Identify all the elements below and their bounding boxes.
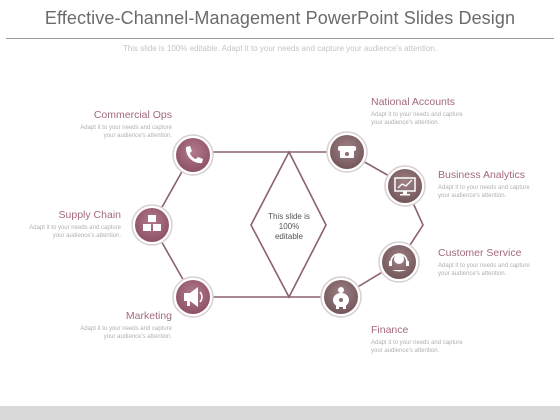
customer-service-label: Customer Service	[438, 247, 522, 259]
node-marketing	[172, 276, 214, 318]
national-accounts-label: National Accounts	[371, 96, 456, 108]
finance-desc-line1: Adapt it to your needs and capture	[371, 340, 463, 346]
node-commercial-ops	[172, 134, 214, 176]
megaphone-icon	[184, 287, 203, 307]
commercial-ops-desc-line1: Adapt it to your needs and capture	[80, 125, 172, 131]
marketing-desc-line2: your audience's attention.	[103, 334, 172, 340]
center-text-line1: This slide is	[268, 212, 310, 221]
node-supply-chain	[131, 204, 173, 246]
headset-icon	[389, 253, 409, 272]
footer-bar	[0, 406, 560, 420]
supply-chain-desc-line2: your audience's attention.	[52, 233, 121, 239]
supply-chain-desc-line1: Adapt it to your needs and capture	[29, 225, 121, 231]
finance-desc: Adapt it to your needs and capture your …	[371, 339, 481, 355]
phone-icon	[185, 146, 203, 164]
finance-desc-line2: your audience's attention.	[371, 348, 440, 354]
connector-lines	[151, 150, 424, 299]
commercial-ops-label: Commercial Ops	[93, 109, 172, 121]
marketing-desc-line1: Adapt it to your needs and capture	[80, 326, 172, 332]
center-diamond-text: This slide is 100% editable	[259, 212, 319, 242]
commercial-ops-desc-line2: your audience's attention.	[103, 133, 172, 139]
business-analytics-desc-line1: Adapt it to your needs and capture	[438, 185, 530, 191]
piggy-bank-icon	[333, 287, 349, 309]
supply-chain-desc: Adapt it to your needs and capture your …	[11, 224, 121, 240]
node-business-analytics	[384, 165, 426, 207]
telephone-icon	[338, 146, 356, 158]
customer-service-desc-line2: your audience's attention.	[438, 271, 507, 277]
national-accounts-desc: Adapt it to your needs and capture your …	[371, 111, 481, 127]
customer-service-desc-line1: Adapt it to your needs and capture	[438, 263, 530, 269]
marketing-desc: Adapt it to your needs and capture your …	[62, 325, 172, 341]
node-customer-service	[378, 241, 420, 283]
marketing-label: Marketing	[125, 310, 172, 322]
monitor-chart-icon	[394, 177, 416, 196]
customer-service-desc: Adapt it to your needs and capture your …	[438, 262, 548, 278]
finance-label: Finance	[371, 324, 409, 336]
supply-chain-label: Supply Chain	[58, 209, 121, 221]
center-text-line3: editable	[274, 232, 304, 241]
page-title: Effective-Channel-Management PowerPoint …	[44, 8, 516, 28]
node-national-accounts	[326, 131, 368, 173]
business-analytics-label: Business Analytics	[438, 169, 525, 181]
boxes-icon	[143, 215, 161, 231]
national-accounts-desc-line2: your audience's attention.	[371, 120, 440, 126]
commercial-ops-desc: Adapt it to your needs and capture your …	[62, 124, 172, 140]
node-finance	[320, 276, 362, 318]
business-analytics-desc: Adapt it to your needs and capture your …	[438, 184, 548, 200]
title-divider	[6, 38, 554, 39]
national-accounts-desc-line1: Adapt it to your needs and capture	[371, 112, 463, 118]
page-subtitle: This slide is 100% editable. Adapt it to…	[122, 44, 438, 53]
center-text-line2: 100%	[278, 222, 300, 231]
business-analytics-desc-line2: your audience's attention.	[438, 193, 507, 199]
